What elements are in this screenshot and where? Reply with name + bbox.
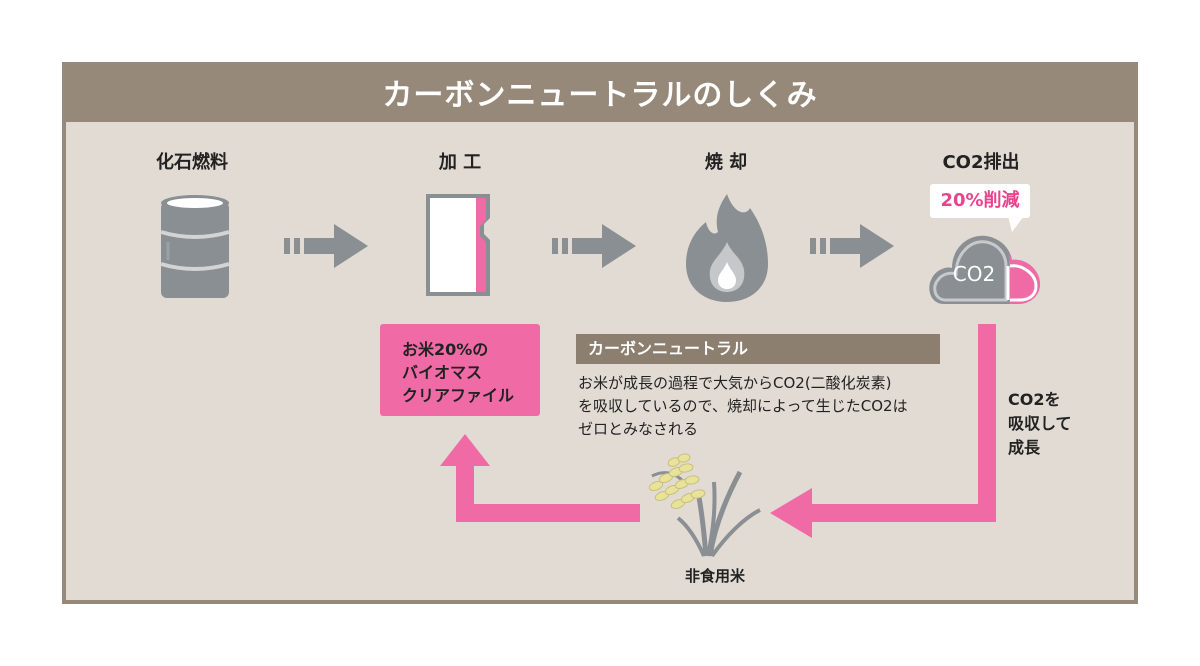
product-box: お米20%の バイオマス クリアファイル — [380, 324, 540, 416]
absorb-label: CO2を 吸収して 成長 — [1008, 388, 1072, 460]
step-label-fossil-fuel: 化石燃料 — [156, 152, 228, 173]
arrow-right-icon — [552, 224, 636, 268]
absorb-line-2: 吸収して — [1008, 414, 1072, 433]
product-line-3: クリアファイル — [402, 386, 515, 405]
flame-icon — [686, 194, 768, 302]
co2-cloud-icon — [929, 235, 1040, 304]
rice-label: 非食用米 — [684, 567, 745, 585]
arrow-right-icon — [810, 224, 894, 268]
clear-file-icon — [426, 194, 490, 296]
cloud-co2-label: CO2 — [952, 262, 996, 286]
absorb-arrow-icon — [770, 324, 996, 538]
return-arrow-icon — [440, 434, 640, 522]
reduction-badge: 20%削減 — [930, 184, 1030, 218]
step-label-incineration: 焼 却 — [704, 152, 748, 173]
carbon-neutral-heading: カーボンニュートラル — [576, 334, 940, 364]
step-label-co2-emission: CO2排出 — [942, 152, 1020, 173]
badge-pointer-icon — [1008, 216, 1024, 232]
carbon-neutral-line-2: を吸収しているので、焼却によって生じたCO2は — [578, 397, 908, 415]
rice-plant-icon — [648, 453, 761, 558]
oil-drum-icon — [160, 195, 230, 298]
carbon-neutral-line-1: お米が成長の過程で大気からCO2(二酸化炭素) — [578, 374, 892, 392]
product-line-1: お米20%の — [402, 340, 489, 359]
step-label-processing: 加 工 — [438, 152, 482, 173]
absorb-line-1: CO2を — [1008, 390, 1061, 409]
product-line-2: バイオマス — [402, 363, 483, 382]
arrow-right-icon — [284, 224, 368, 268]
absorb-line-3: 成長 — [1008, 438, 1041, 457]
carbon-neutral-text: お米が成長の過程で大気からCO2(二酸化炭素) を吸収しているので、焼却によって… — [578, 372, 958, 441]
diagram-title: カーボンニュートラルのしくみ — [382, 78, 818, 113]
carbon-neutral-line-3: ゼロとみなされる — [578, 420, 699, 438]
